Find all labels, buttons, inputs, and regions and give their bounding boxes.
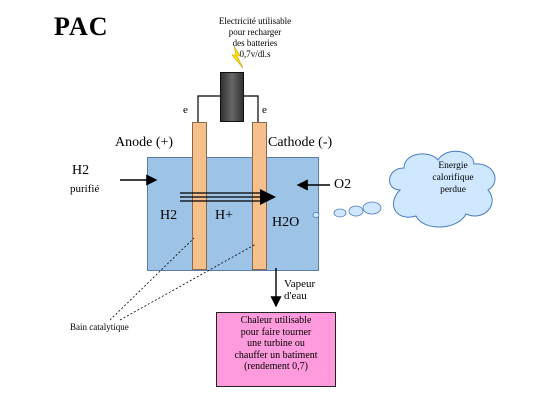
electricity-note-line: pour recharger <box>228 27 282 37</box>
vapor-line: d'eau <box>284 290 307 302</box>
electricity-note: Electricité utilisable pour recharger de… <box>210 16 300 60</box>
cloud-line: calorifique <box>432 173 474 183</box>
h2-purified-label: purifié <box>70 183 100 195</box>
diagram-title: PAC <box>54 12 109 41</box>
electricity-note-line: 0,7v/dl.s <box>239 49 271 59</box>
catalyst-label: Bain catalytique <box>70 322 129 332</box>
cloud-text: Energie calorifique perdue <box>398 160 508 196</box>
box-line: (rendement 0,7) <box>244 361 308 372</box>
cloud-line: Energie <box>438 161 468 171</box>
o2-input-label: O2 <box>334 177 352 192</box>
box-line: une turbine ou <box>247 338 305 349</box>
heat-output-box: Chaleur utilisable pour faire tourner un… <box>216 312 336 387</box>
battery <box>220 72 244 122</box>
anode-label: Anode (+) <box>115 135 174 150</box>
anode-electrode <box>192 122 207 270</box>
cathode-label: Cathode (-) <box>268 135 333 150</box>
left-chamber-label: H2 <box>160 208 178 223</box>
electron-label-right: e <box>262 104 267 116</box>
h2-input-label: H2 <box>72 163 90 178</box>
box-line: pour faire tourner <box>240 326 312 338</box>
electricity-note-line: Electricité utilisable <box>218 16 292 26</box>
electron-label-left: e <box>183 104 188 116</box>
right-chamber-label: H2O <box>272 215 300 230</box>
proton-arrow-head <box>260 189 276 205</box>
heat-cloud <box>389 150 496 228</box>
right-wire <box>242 95 259 122</box>
middle-ion-label: H+ <box>215 208 234 223</box>
box-line: chauffer un batiment <box>234 349 318 361</box>
left-wire <box>197 95 220 122</box>
electricity-note-line: des batteries <box>232 38 278 48</box>
lightning-bolt-icon <box>231 45 244 69</box>
cloud-line: perdue <box>440 185 466 195</box>
catalyst-arrow-right <box>119 243 257 321</box>
vapor-line: Vapeur <box>284 278 316 290</box>
vapor-label: Vapeur d'eau <box>284 278 315 302</box>
catalyst-arrow-left <box>109 237 195 321</box>
electrolyte-tank <box>147 157 319 271</box>
box-line: Chaleur utilisable <box>240 315 312 326</box>
